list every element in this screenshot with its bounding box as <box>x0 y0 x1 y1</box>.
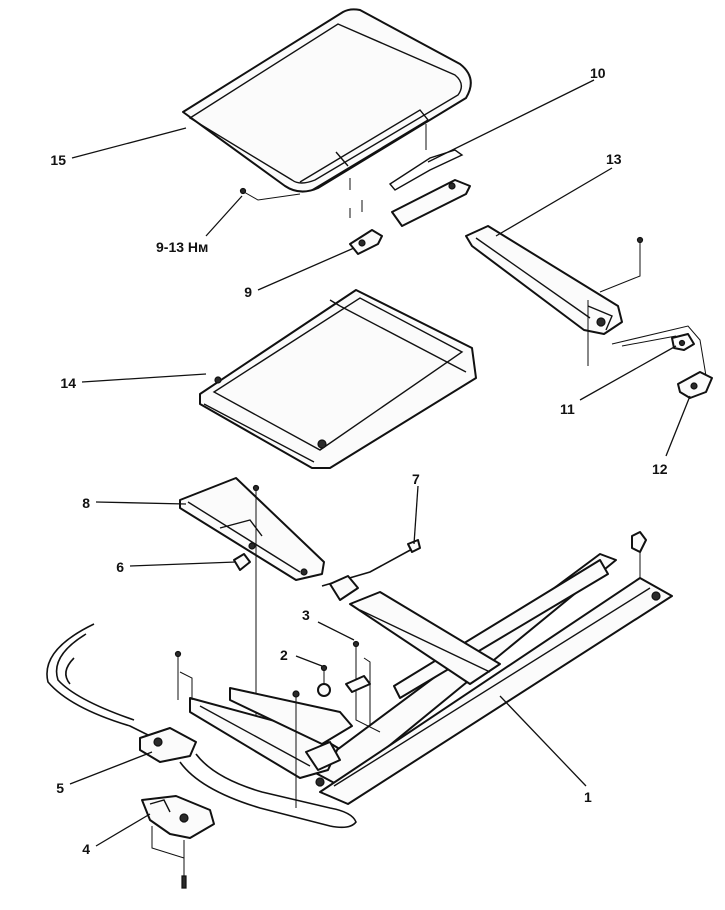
torque-bolt-icon <box>239 187 247 195</box>
callout-13: 13 <box>606 151 622 167</box>
clip <box>233 553 251 571</box>
callout-14: 14 <box>60 375 76 391</box>
sunroof-frame <box>189 531 673 805</box>
callout-1: 1 <box>584 789 592 805</box>
callout-6: 6 <box>116 559 124 575</box>
small-bracket <box>671 333 695 351</box>
callout-5: 5 <box>56 780 64 796</box>
callout-12: 12 <box>652 461 668 477</box>
hinge-bracket <box>677 371 713 399</box>
callout-4: 4 <box>82 841 90 857</box>
torque-note: 9-13 Нм <box>156 239 208 255</box>
callout-10: 10 <box>590 65 606 81</box>
callout-2: 2 <box>280 647 288 663</box>
front-housing <box>179 477 325 581</box>
guide-bracket <box>345 640 381 733</box>
drive-cable <box>321 539 421 601</box>
callout-8: 8 <box>82 495 90 511</box>
callout-9: 9 <box>244 284 252 300</box>
callout-15: 15 <box>50 152 66 168</box>
panel-bracket <box>388 149 471 227</box>
wind-deflector-rail <box>465 225 707 377</box>
sunshade-panel <box>199 289 477 469</box>
bracket-piece <box>349 229 383 255</box>
callout-3: 3 <box>302 607 310 623</box>
callout-7: 7 <box>412 471 420 487</box>
glass-panel <box>182 8 472 193</box>
callout-11: 11 <box>560 401 575 417</box>
drive-motor <box>139 727 197 763</box>
nut <box>317 664 331 697</box>
drain-tubes <box>46 623 357 829</box>
gear-bracket <box>141 795 215 889</box>
